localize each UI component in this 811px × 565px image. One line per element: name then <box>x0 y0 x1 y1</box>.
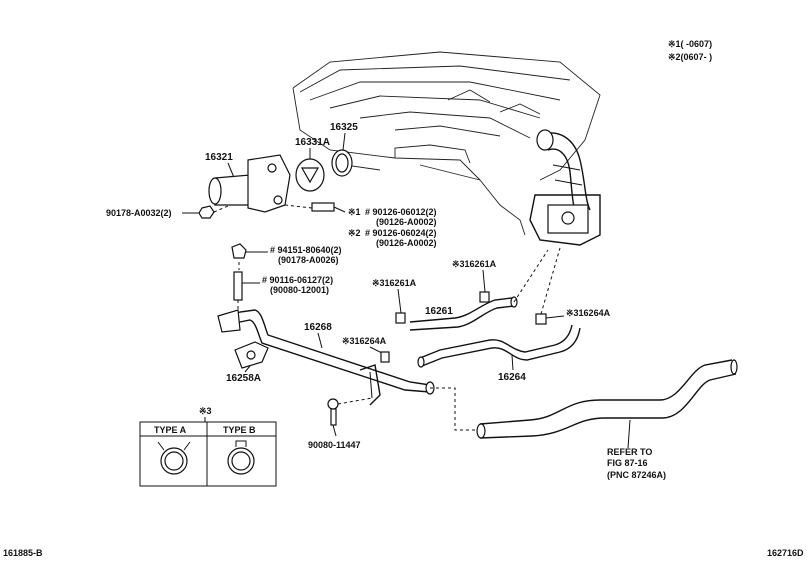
label-16325: 16325 <box>330 122 358 133</box>
types-header: ※3 <box>199 406 212 416</box>
label-16261A-top: ※316261A <box>452 259 497 269</box>
label-n1a: # 90126-06012(2) <box>365 207 437 217</box>
type-b-label: TYPE B <box>223 425 256 435</box>
label-94151a: # 94151-80640(2) <box>270 245 342 255</box>
type-a-label: TYPE A <box>154 425 187 435</box>
label-n1b: (90126-A0002) <box>376 217 437 227</box>
legend-note-1: ※1( -0607) <box>668 39 712 49</box>
water-outlet: 16321 <box>205 152 291 213</box>
label-16264: 16264 <box>498 372 526 383</box>
upper-hose <box>529 129 601 246</box>
refer-line-2: FIG 87-16 <box>607 458 648 468</box>
label-16264A-right: ※316264A <box>566 308 611 318</box>
label-90178-A0032: 90178-A0032(2) <box>106 208 172 218</box>
label-16331A: 16331A <box>295 137 330 148</box>
stud-bolt: ※1 # 90126-06012(2) (90126-A0002) ※2 # 9… <box>284 202 437 248</box>
clip-16264A-left: ※316264A <box>342 336 390 363</box>
guide-line <box>430 387 480 431</box>
label-94151b: (90178-A0026) <box>278 255 339 265</box>
stud-90116: # 90116-06127(2) (90080-12001) <box>233 271 333 310</box>
clip-type-box: ※3 TYPE A TYPE B <box>139 406 277 487</box>
label-16258A: 16258A <box>226 373 261 384</box>
bypass-pipe: 16268 <box>217 309 435 406</box>
label-note2: ※2 <box>348 228 361 238</box>
refer-line-1: REFER TO <box>607 447 652 457</box>
label-90080-11447: 90080-11447 <box>308 440 361 450</box>
refer-line-3: (PNC 87246A) <box>607 470 666 480</box>
thermostat: 16331A <box>295 137 330 192</box>
legend-note-2: ※2(0607- ) <box>668 52 712 62</box>
lower-hose: REFER TO FIG 87-16 (PNC 87246A) <box>476 359 738 480</box>
engine-outline <box>292 51 601 236</box>
label-16321: 16321 <box>205 152 233 163</box>
label-16261: 16261 <box>425 306 453 317</box>
label-90116b: (90080-12001) <box>270 285 329 295</box>
label-16268: 16268 <box>304 322 332 333</box>
label-16261A-left: ※316261A <box>372 278 417 288</box>
clip-16261A-left: ※316261A <box>372 278 417 324</box>
hose-16264: 16264 <box>417 324 581 383</box>
clip-16264A-right: ※316264A <box>535 247 611 325</box>
label-note1: ※1 <box>348 207 361 217</box>
footer-right-code: 162716D <box>767 548 804 558</box>
gasket: 16325 <box>330 122 358 177</box>
clip-16261A-top: ※316261A <box>452 259 497 303</box>
label-90116a: # 90116-06127(2) <box>262 275 333 285</box>
gasket-plate: 16258A <box>226 341 269 384</box>
nut-94151: # 94151-80640(2) (90178-A0026) <box>231 243 342 270</box>
footer-left-code: 161885-B <box>3 548 43 558</box>
hose-16261: 16261 <box>409 249 549 331</box>
nut-90178: 90178-A0032(2) <box>106 205 229 219</box>
label-16264A-left: ※316264A <box>342 336 387 346</box>
bolt-90080: 90080-11447 <box>308 397 373 450</box>
label-n2b: (90126-A0002) <box>376 238 437 248</box>
label-n2a: # 90126-06024(2) <box>365 228 437 238</box>
